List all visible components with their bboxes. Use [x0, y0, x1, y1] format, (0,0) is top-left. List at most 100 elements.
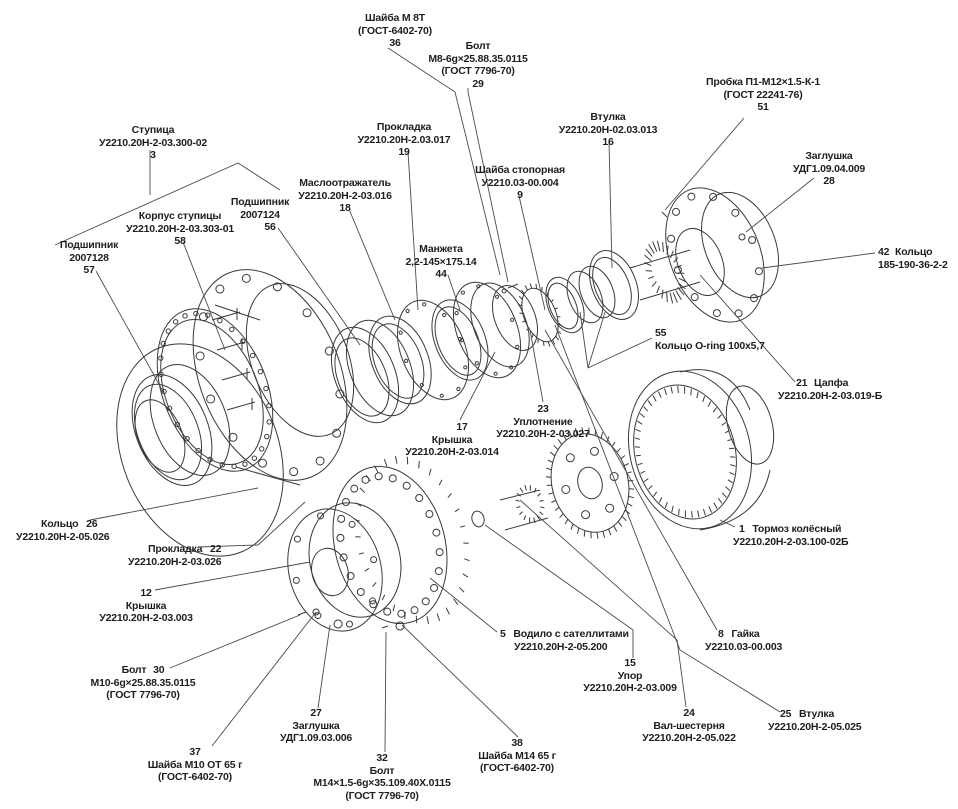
- leader-12: [154, 561, 311, 591]
- cover-17-hole: [515, 344, 520, 349]
- cover-17-hole: [495, 294, 500, 299]
- part-name: Заглушка: [805, 150, 853, 162]
- cover-17-body: [470, 282, 530, 368]
- part-code: (ГОСТ 22241-76): [723, 88, 803, 101]
- bearing-57-outer: [131, 374, 213, 486]
- label-3: Ступица У2210.20Н-2-03.300-02 3: [99, 124, 207, 162]
- oil-deflector-18: [368, 315, 432, 405]
- leader-18: [348, 208, 396, 321]
- label-42: 42 Кольцо 185-190-36-2-2: [878, 246, 948, 271]
- part-number-name: 8 Гайка: [705, 628, 782, 641]
- part-number: 37: [189, 746, 201, 758]
- part-name: Шайба стопорная: [475, 164, 565, 176]
- cover-17-hole: [493, 371, 498, 376]
- carrier-5-hole: [432, 528, 441, 537]
- part-name: Пробка П1-М12×1.5-К-1: [706, 76, 820, 88]
- part-number: 27: [310, 707, 322, 719]
- part-code: У2210.20Н-2-03.003: [99, 612, 193, 624]
- shaft-splines: [515, 484, 545, 524]
- carrier-5-hole: [350, 484, 359, 493]
- label-23: 23 Уплотнение У2210.20Н-2-03.027: [496, 403, 590, 441]
- part-code: У2210.20Н-2-05.026: [16, 530, 110, 543]
- hub-flange-hole: [302, 308, 312, 318]
- o-ring-55a: [566, 270, 604, 324]
- part-number: 25: [780, 708, 792, 720]
- part-standard: (ГОСТ 7796-70): [441, 65, 515, 77]
- label-38: 38 Шайба М14 65 г (ГОСТ-6402-70): [478, 737, 556, 775]
- label-21: 21 Цапфа У2210.20Н-2-03.019-Б: [778, 377, 882, 402]
- hub-body-hole: [166, 405, 173, 412]
- part-name-number: Прокладка 22: [128, 543, 221, 556]
- leader-29: [467, 88, 509, 283]
- carrier-teeth: [354, 456, 470, 624]
- label-28: Заглушка УДГ1.09.04.009 28: [793, 150, 865, 188]
- part-name: Шайба М14 65 г: [478, 749, 556, 762]
- bearing-56-outer: [330, 326, 400, 424]
- cuff-44: [431, 299, 489, 381]
- gasket-hole: [439, 393, 444, 398]
- leader-21: [699, 274, 796, 383]
- hub-body-hole: [158, 355, 164, 361]
- part-code: (ГОСТ-6402-70): [158, 771, 232, 783]
- part-code: М8-6g×25.88.35.0115: [428, 52, 528, 65]
- part-name: Крышка: [125, 599, 167, 612]
- part-code: У2210.03-00.004: [481, 176, 559, 189]
- leader-19: [407, 151, 419, 311]
- part-number: 12: [140, 587, 152, 599]
- carrier-5-hole: [397, 609, 406, 618]
- part-number: 1: [739, 523, 745, 535]
- hub-body-hole: [251, 455, 258, 461]
- leader-23: [529, 329, 544, 403]
- part-code: У2210.20Н-2-03.016: [298, 189, 392, 202]
- bolt-29: [501, 283, 519, 294]
- shaft-24: [499, 489, 549, 531]
- spindle-flange-hole: [731, 208, 740, 217]
- spindle-flange-hole: [709, 192, 718, 201]
- part-name: Водило с сателлитами: [513, 628, 629, 640]
- part-number: 18: [339, 202, 351, 214]
- part-code: М10-6g×25.88.35.0115: [90, 676, 196, 689]
- spindle-flange: [665, 187, 765, 323]
- part-code: У2210.20Н-2-03.009: [583, 682, 677, 694]
- hub-body-hole: [257, 368, 264, 375]
- gasket-hole: [404, 358, 409, 363]
- leader-37: [211, 611, 317, 747]
- hub-body-front-ring: [156, 308, 274, 472]
- part-code: У2210.20Н-2-05.025: [768, 720, 862, 733]
- gasket-hole: [398, 330, 403, 335]
- part-name: Прокладка: [148, 543, 203, 555]
- carrier-5-hole: [402, 481, 411, 490]
- gasket-hole: [405, 308, 410, 314]
- carrier-5-hole: [369, 600, 378, 609]
- spindle-flange-hole: [690, 293, 699, 302]
- leader-17: [459, 351, 496, 421]
- part-code: У2210.20Н-2-03.300-02: [99, 136, 207, 149]
- part-name: Болт: [121, 664, 147, 676]
- label-58: Корпус ступицы У2210.20Н-2-03.303-01 58: [126, 210, 234, 248]
- part-name: Шайба М10 ОТ 65 г: [147, 758, 243, 771]
- spindle-flange-hole: [754, 267, 763, 276]
- part-code: У2210.20Н-2-05.200: [514, 640, 608, 653]
- bearing-56-back: [345, 319, 415, 417]
- cover-12-hole: [370, 556, 378, 564]
- gear-24-hole: [605, 503, 615, 513]
- plug-51: [661, 211, 668, 218]
- part-code: У2210.20Н-02.03.013: [558, 123, 658, 136]
- part-name: Заглушка: [292, 719, 340, 732]
- hub-body-hole: [217, 317, 223, 324]
- gasket-19: [397, 299, 469, 401]
- part-name: Прокладка: [376, 121, 432, 133]
- label-27: 27 Заглушка УДГ1.09.03.006: [280, 707, 352, 745]
- hub-rear: [245, 283, 355, 437]
- part-code: У2210.20Н-2-03.027: [496, 428, 590, 440]
- bearing-57-back: [149, 364, 231, 476]
- cover-17-hole: [509, 317, 515, 322]
- part-code: УДГ1.09.04.009: [792, 162, 866, 175]
- o-ring-55b: [578, 265, 616, 319]
- carrier-5-hole: [356, 588, 365, 597]
- part-number: 44: [435, 268, 447, 280]
- hub-body-edge: [214, 304, 301, 486]
- leader-5: [429, 577, 498, 633]
- leader-15: [484, 524, 634, 658]
- part-name: Кольцо: [895, 246, 933, 258]
